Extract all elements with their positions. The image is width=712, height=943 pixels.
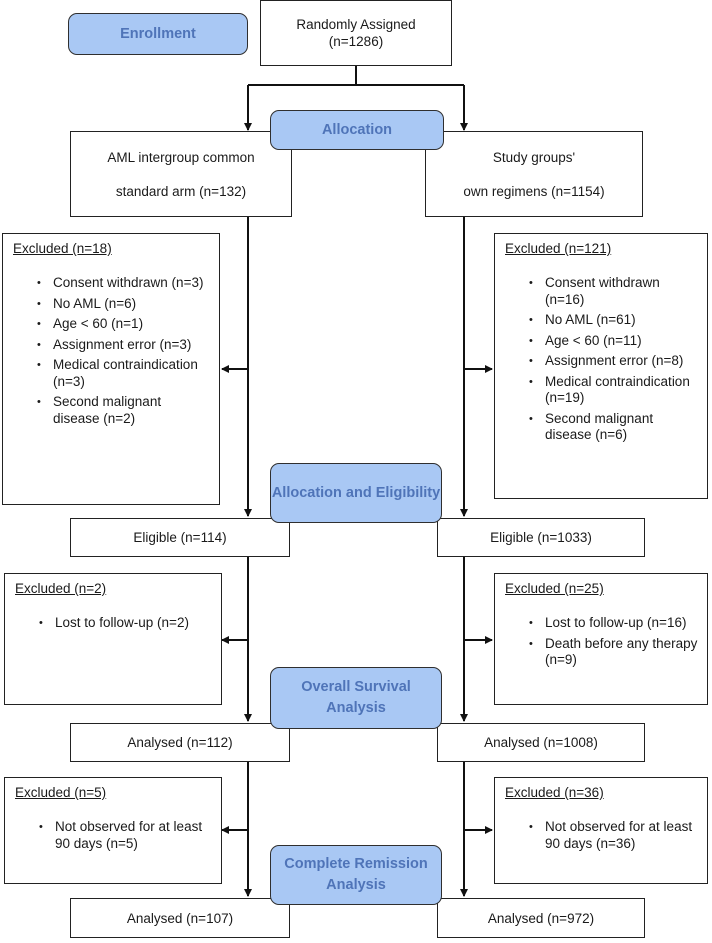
list-item: Lost to follow-up (n=2) [39, 615, 213, 632]
list-item: Lost to follow-up (n=16) [529, 615, 699, 632]
list-item: Consent withdrawn (n=16) [529, 275, 699, 308]
left-excluded-survival-box: Excluded (n=2) Lost to follow-up (n=2) [4, 573, 222, 705]
stage-allocation-eligibility: Allocation and Eligibility [270, 463, 442, 523]
excluded-title: Excluded (n=18) [13, 241, 112, 256]
left-analysed-remission-box: Analysed (n=107) [70, 898, 290, 938]
excluded-list: Not observed for at least 90 days (n=36) [505, 819, 699, 852]
randomized-label: Randomly Assigned [296, 17, 416, 32]
left-allocation-box: AML intergroup common standard arm (n=13… [70, 131, 292, 217]
right-eligible-box: Eligible (n=1033) [437, 518, 645, 557]
right-analysed-survival-box: Analysed (n=1008) [437, 723, 645, 762]
stage-allocation: Allocation [270, 110, 444, 150]
list-item: No AML (n=6) [37, 296, 211, 313]
excluded-title: Excluded (n=121) [505, 241, 612, 256]
list-item: No AML (n=61) [529, 312, 699, 329]
list-item: Death before any therapy (n=9) [529, 636, 699, 669]
right-analysed-remission-box: Analysed (n=972) [437, 898, 645, 938]
right-excluded-survival-box: Excluded (n=25) Lost to follow-up (n=16)… [494, 573, 708, 705]
right-excluded-remission-box: Excluded (n=36) Not observed for at leas… [494, 777, 708, 884]
excluded-list: Lost to follow-up (n=2) [15, 615, 213, 632]
list-item: Second malignant disease (n=6) [529, 411, 699, 444]
excluded-list: Lost to follow-up (n=16) Death before an… [505, 615, 699, 669]
left-analysed-survival-box: Analysed (n=112) [70, 723, 290, 762]
right-allocation-box: Study groups' own regimens (n=1154) [425, 131, 643, 217]
stage-overall-survival: Overall Survival Analysis [270, 667, 442, 729]
stage-complete-remission: Complete Remission Analysis [270, 845, 442, 905]
randomized-count: (n=1286) [328, 34, 384, 49]
excluded-title: Excluded (n=36) [505, 785, 604, 800]
list-item: Second malignant disease (n=2) [37, 394, 211, 427]
excluded-list: Not observed for at least 90 days (n=5) [15, 819, 213, 852]
list-item: Not observed for at least 90 days (n=5) [39, 819, 213, 852]
list-item: Assignment error (n=3) [37, 337, 211, 354]
excluded-list: Consent withdrawn (n=16) No AML (n=61) A… [505, 275, 699, 444]
list-item: Age < 60 (n=1) [37, 316, 211, 333]
list-item: Medical contraindication (n=3) [37, 357, 211, 390]
list-item: Assignment error (n=8) [529, 353, 699, 370]
list-item: Age < 60 (n=11) [529, 333, 699, 350]
stage-enrollment: Enrollment [68, 13, 248, 55]
excluded-title: Excluded (n=5) [15, 785, 107, 800]
left-excluded-eligibility-box: Excluded (n=18) Consent withdrawn (n=3) … [2, 233, 220, 505]
left-excluded-remission-box: Excluded (n=5) Not observed for at least… [4, 777, 222, 884]
excluded-title: Excluded (n=2) [15, 581, 107, 596]
right-excluded-eligibility-box: Excluded (n=121) Consent withdrawn (n=16… [494, 233, 708, 499]
excluded-title: Excluded (n=25) [505, 581, 604, 596]
list-item: Not observed for at least 90 days (n=36) [529, 819, 699, 852]
randomized-box: Randomly Assigned (n=1286) [260, 0, 452, 66]
list-item: Medical contraindication (n=19) [529, 374, 699, 407]
list-item: Consent withdrawn (n=3) [37, 275, 211, 292]
excluded-list: Consent withdrawn (n=3) No AML (n=6) Age… [13, 275, 211, 427]
left-eligible-box: Eligible (n=114) [70, 518, 290, 557]
